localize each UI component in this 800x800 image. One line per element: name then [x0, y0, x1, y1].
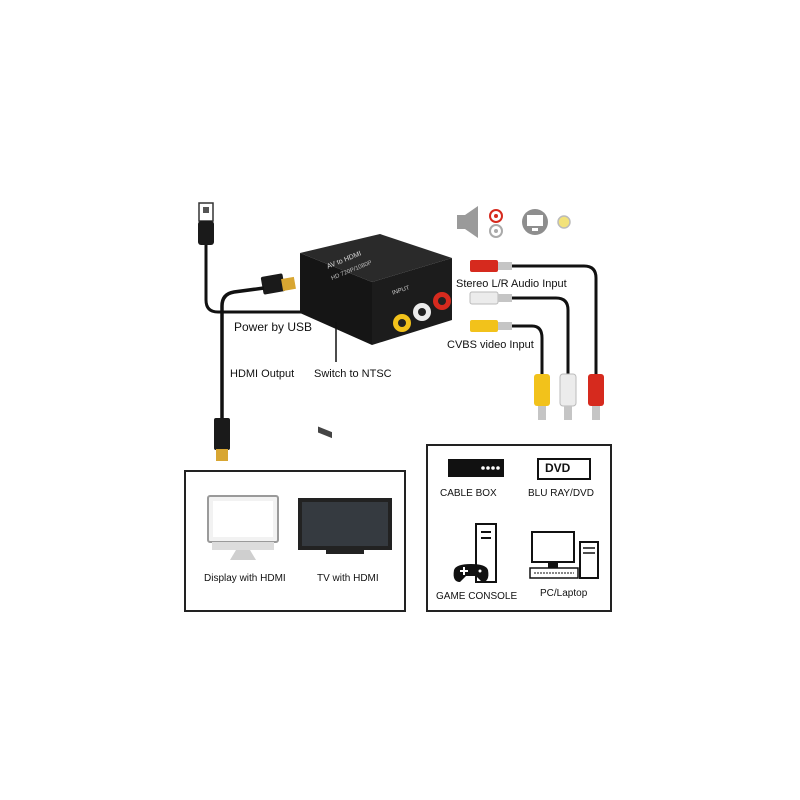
video-jack-icon	[557, 215, 571, 229]
hdmi-plug-top-icon	[260, 273, 296, 295]
tv-icon	[298, 498, 392, 554]
hdmi-output-label: HDMI Output	[230, 368, 295, 380]
monitor-icon	[207, 495, 279, 560]
source-devices-panel: DVD CABLE BOX BLU RAY/DVD GAME CONSOLE P…	[426, 444, 612, 612]
dvd-icon	[537, 458, 591, 480]
game-console-icon	[453, 523, 497, 583]
hdmi-plug-bottom-icon	[214, 418, 230, 461]
hdmi-cable	[220, 286, 265, 420]
output-devices-art	[207, 495, 392, 560]
cable-box-label: CABLE BOX	[440, 488, 497, 499]
pc-icon	[529, 531, 599, 579]
pc-laptop-label: PC/Laptop	[540, 588, 588, 599]
source-devices-art	[448, 458, 599, 583]
rca-white-cable	[469, 291, 577, 420]
rca-yellow-cable	[470, 320, 550, 420]
usb-plug-icon	[198, 202, 214, 245]
device-rca-jacks	[393, 292, 451, 332]
dvd-icon-text: DVD	[545, 461, 571, 475]
power-by-usb-label: Power by USB	[234, 320, 313, 334]
output-devices-panel: Display with HDMI TV with HDMI	[184, 470, 406, 612]
rca-red-cable	[470, 260, 604, 420]
switch-to-ntsc-label: Switch to NTSC	[314, 368, 392, 380]
display-with-hdmi-label: Display with HDMI	[204, 573, 286, 584]
cvbs-video-input-label: CVBS video Input	[447, 339, 534, 351]
tv-with-hdmi-label: TV with HDMI	[317, 573, 379, 584]
blu-ray-dvd-label: BLU RAY/DVD	[528, 488, 594, 499]
av-to-hdmi-converter	[300, 234, 452, 439]
speaker-icon	[457, 206, 478, 238]
audio-jacks-icon	[489, 209, 503, 238]
game-console-label: GAME CONSOLE	[436, 591, 518, 602]
stereo-audio-input-label: Stereo L/R Audio Input	[456, 278, 567, 290]
video-monitor-icon	[522, 209, 548, 235]
cable-box-icon	[448, 459, 504, 477]
